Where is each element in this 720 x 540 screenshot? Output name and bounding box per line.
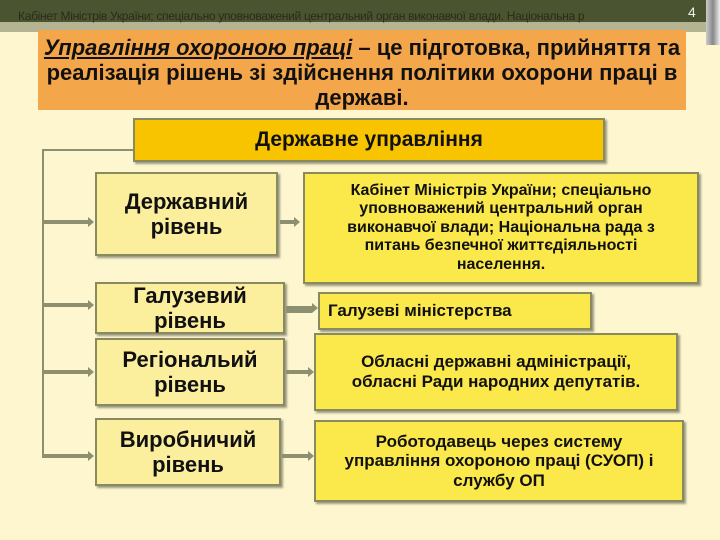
desc-production: Роботодавець через систему управління ох… xyxy=(314,420,684,502)
desc-state: Кабінет Міністрів України; спеціально уп… xyxy=(303,172,699,284)
arrow-desc-1 xyxy=(280,217,300,227)
arrow-level-4 xyxy=(44,451,94,461)
arrow-level-1 xyxy=(44,217,94,227)
ticker-text: Кабінет Міністрів України; спеціально уп… xyxy=(18,9,585,23)
slide-number: 4 xyxy=(688,4,696,20)
definition-box: Управління охороною праці – це підготовк… xyxy=(38,30,686,110)
definition-term: Управління охороною праці xyxy=(43,35,353,60)
desc-regional: Обласні державні адміністрації, обласні … xyxy=(314,333,678,411)
level-regional: Регіональий рівень xyxy=(95,338,285,406)
level-production: Виробничий рівень xyxy=(95,418,281,486)
top-strip xyxy=(0,22,720,32)
arrow-desc-4 xyxy=(282,451,314,461)
arrow-level-3 xyxy=(44,367,94,377)
arrow-desc-2 xyxy=(286,303,318,313)
connector-vertical xyxy=(42,149,44,458)
arrow-desc-3 xyxy=(286,367,314,377)
level-state: Державний рівень xyxy=(95,172,278,256)
top-bar xyxy=(0,0,720,22)
definition-text: – це підготовка, прийняття та реалізація… xyxy=(46,35,681,110)
side-decoration xyxy=(706,0,720,45)
arrow-level-2 xyxy=(44,300,94,310)
root-node: Державне управління xyxy=(133,118,605,162)
desc-branch: Галузеві міністерства xyxy=(318,292,592,330)
connector-top xyxy=(43,149,133,151)
level-branch: Галузевий рівень xyxy=(95,282,285,334)
